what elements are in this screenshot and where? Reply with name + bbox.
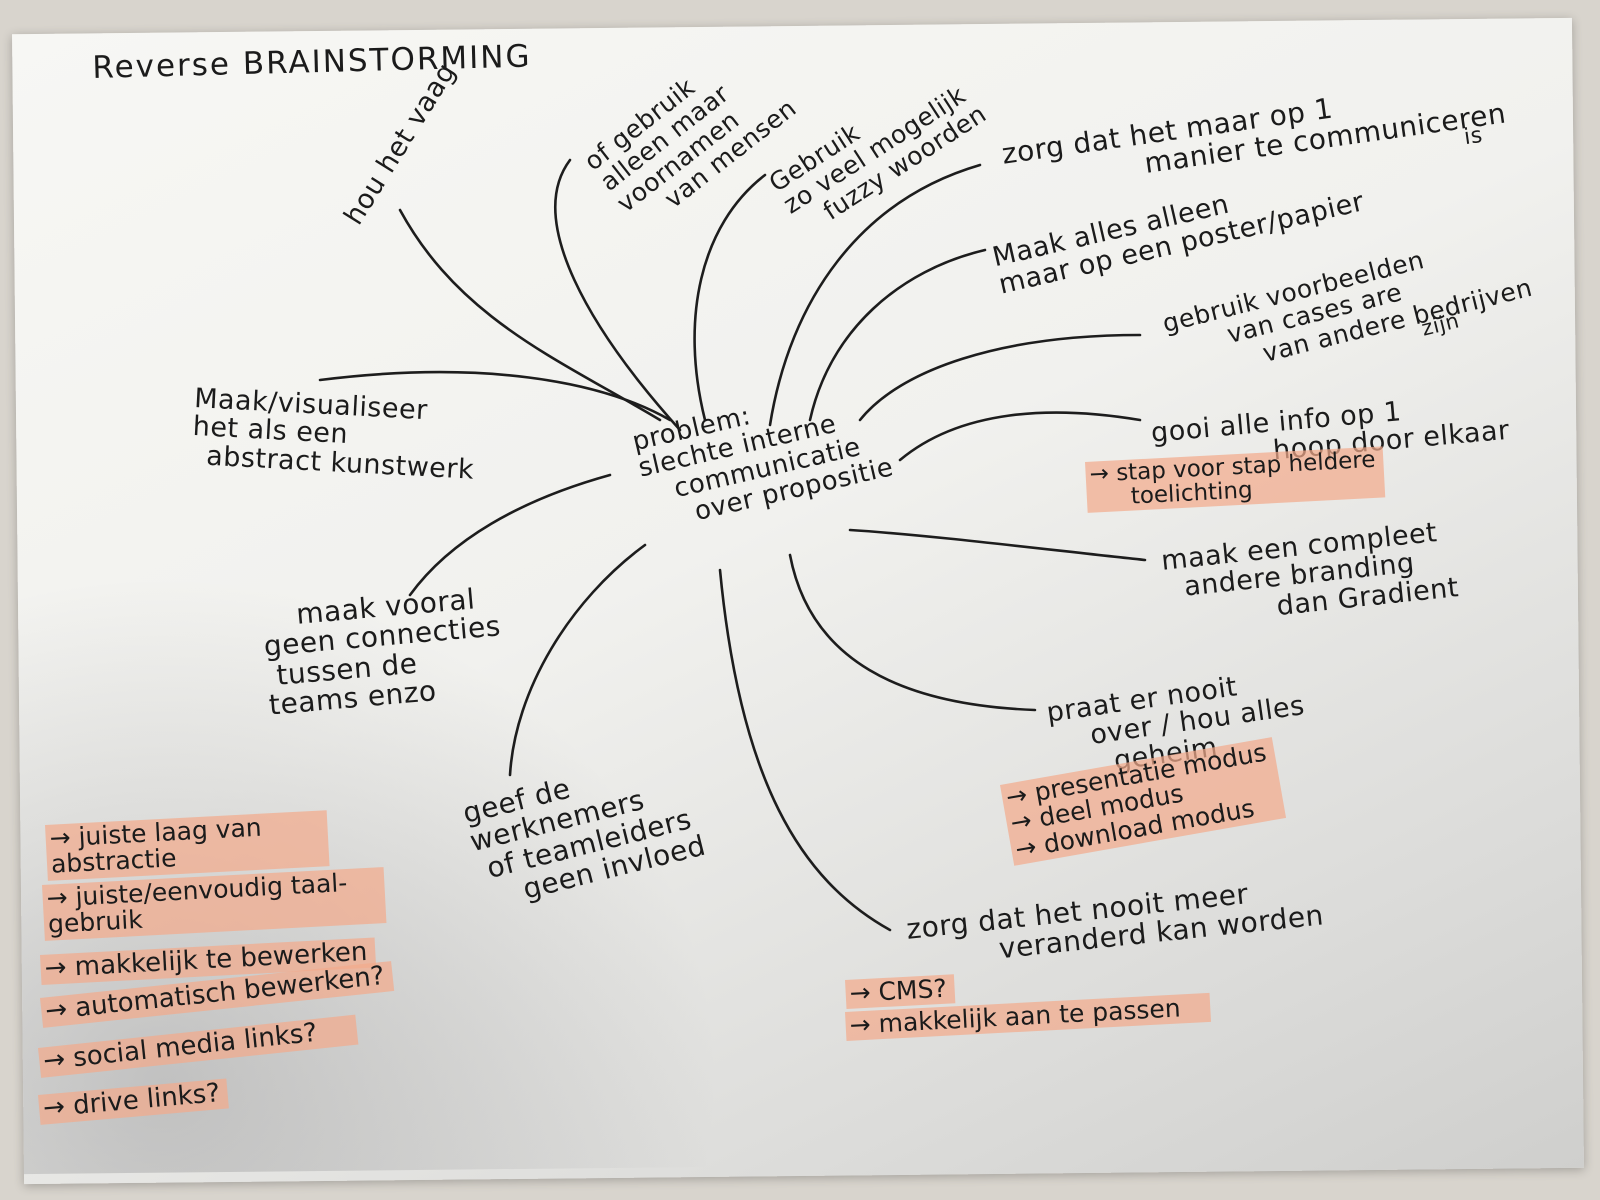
connector-branding (848, 528, 1147, 562)
branch-kunstwerk: Maak/visualiseer het als een abstract ku… (191, 383, 478, 485)
connector-vaag (398, 208, 662, 422)
connector-voorbeelden (858, 333, 1142, 422)
branch-connecties: maak vooral geen connecties tussen de te… (263, 582, 507, 721)
connector-info (898, 411, 1142, 462)
connector-voornamen (554, 158, 682, 432)
connector-een-manier (768, 163, 982, 427)
connector-poster (808, 248, 987, 422)
connector-fuzzy (693, 173, 767, 422)
connector-geheim (788, 553, 1037, 712)
connector-invloed (508, 543, 647, 777)
connector-kunstwerk (318, 370, 672, 422)
solution-cms: → CMS? (845, 974, 956, 1010)
connector-nooit-veranderen (718, 568, 892, 932)
connector-connecties (408, 473, 612, 597)
